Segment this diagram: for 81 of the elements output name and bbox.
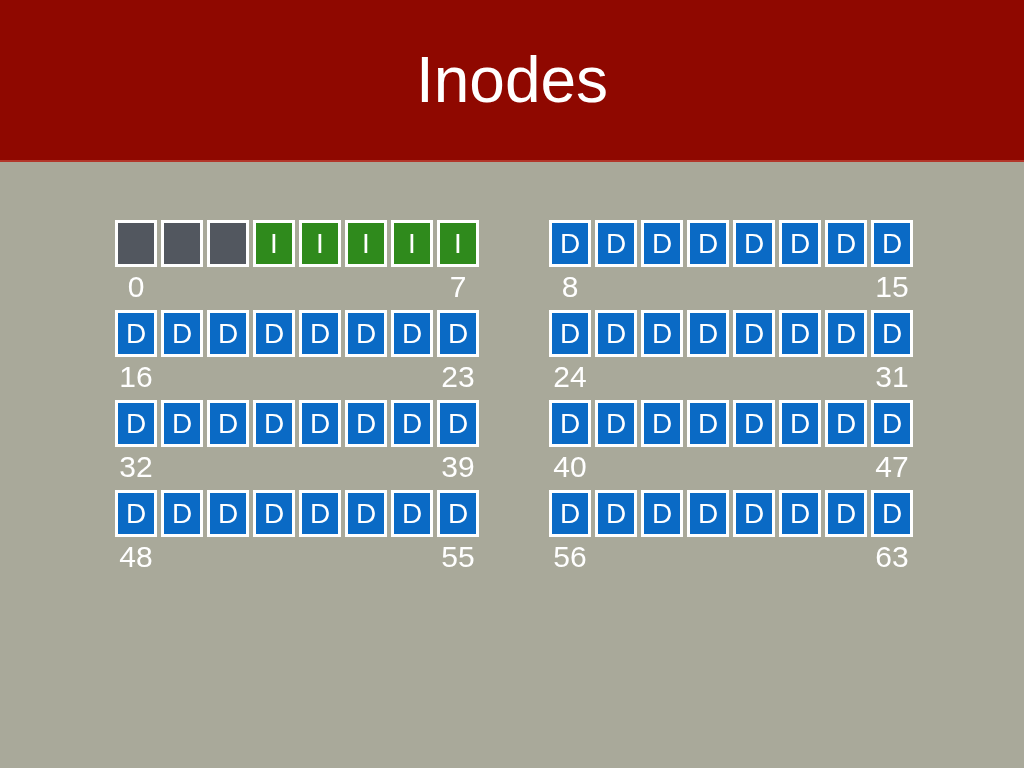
disk-block: D xyxy=(161,310,203,357)
disk-block: D xyxy=(641,310,683,357)
disk-block: D xyxy=(437,400,479,447)
block-number: 39 xyxy=(441,452,475,482)
disk-block: D xyxy=(549,400,591,447)
disk-block: D xyxy=(733,490,775,537)
disk-block: D xyxy=(779,400,821,447)
block-number: 31 xyxy=(875,362,909,392)
block-number: 55 xyxy=(441,542,475,572)
block-number: 24 xyxy=(553,362,587,392)
disk-block: D xyxy=(779,310,821,357)
disk-block: D xyxy=(733,220,775,267)
disk-block: D xyxy=(595,490,637,537)
disk-block: D xyxy=(207,310,249,357)
disk-block: D xyxy=(871,220,913,267)
disk-block: D xyxy=(641,220,683,267)
block-number: 8 xyxy=(561,272,579,302)
disk-block: I xyxy=(299,220,341,267)
disk-block: D xyxy=(549,310,591,357)
disk-block: D xyxy=(161,490,203,537)
disk-block: D xyxy=(779,490,821,537)
block-number: 40 xyxy=(553,452,587,482)
disk-block: D xyxy=(391,310,433,357)
disk-block: D xyxy=(253,310,295,357)
disk-block: D xyxy=(115,310,157,357)
disk-block: D xyxy=(299,490,341,537)
disk-block: D xyxy=(733,310,775,357)
disk-block: D xyxy=(641,400,683,447)
disk-block: D xyxy=(687,310,729,357)
block-number: 7 xyxy=(449,272,467,302)
block-number: 0 xyxy=(127,272,145,302)
disk-block: D xyxy=(549,220,591,267)
disk-block: D xyxy=(871,400,913,447)
block-number: 47 xyxy=(875,452,909,482)
disk-block: D xyxy=(207,490,249,537)
disk-block: D xyxy=(825,490,867,537)
disk-block: I xyxy=(345,220,387,267)
block-number: 63 xyxy=(875,542,909,572)
disk-block: D xyxy=(391,400,433,447)
disk-block: D xyxy=(253,400,295,447)
disk-block: D xyxy=(641,490,683,537)
disk-block: D xyxy=(115,490,157,537)
disk-block: D xyxy=(687,490,729,537)
disk-block: D xyxy=(871,310,913,357)
disk-block: D xyxy=(437,490,479,537)
slide-title: Inodes xyxy=(415,48,609,112)
disk-block: D xyxy=(115,400,157,447)
disk-block: D xyxy=(299,400,341,447)
disk-block: D xyxy=(733,400,775,447)
disk-block: D xyxy=(345,400,387,447)
disk-block xyxy=(161,220,203,267)
disk-block: D xyxy=(779,220,821,267)
disk-block: D xyxy=(161,400,203,447)
disk-block: D xyxy=(253,490,295,537)
disk-block: I xyxy=(391,220,433,267)
block-number: 48 xyxy=(119,542,153,572)
disk-block: D xyxy=(687,220,729,267)
disk-block: D xyxy=(595,220,637,267)
block-number: 56 xyxy=(553,542,587,572)
disk-block: D xyxy=(825,220,867,267)
disk-block: I xyxy=(253,220,295,267)
block-number: 16 xyxy=(119,362,153,392)
disk-block: D xyxy=(391,490,433,537)
disk-block: D xyxy=(825,400,867,447)
disk-block: D xyxy=(549,490,591,537)
disk-block: D xyxy=(437,310,479,357)
block-number: 23 xyxy=(441,362,475,392)
block-number: 15 xyxy=(875,272,909,302)
disk-block: D xyxy=(299,310,341,357)
disk-block: D xyxy=(825,310,867,357)
disk-block: I xyxy=(437,220,479,267)
disk-block: D xyxy=(345,310,387,357)
block-number: 32 xyxy=(119,452,153,482)
disk-block xyxy=(115,220,157,267)
disk-block: D xyxy=(207,400,249,447)
disk-block: D xyxy=(345,490,387,537)
disk-block xyxy=(207,220,249,267)
disk-block: D xyxy=(595,310,637,357)
disk-block: D xyxy=(687,400,729,447)
disk-block: D xyxy=(871,490,913,537)
disk-block: D xyxy=(595,400,637,447)
